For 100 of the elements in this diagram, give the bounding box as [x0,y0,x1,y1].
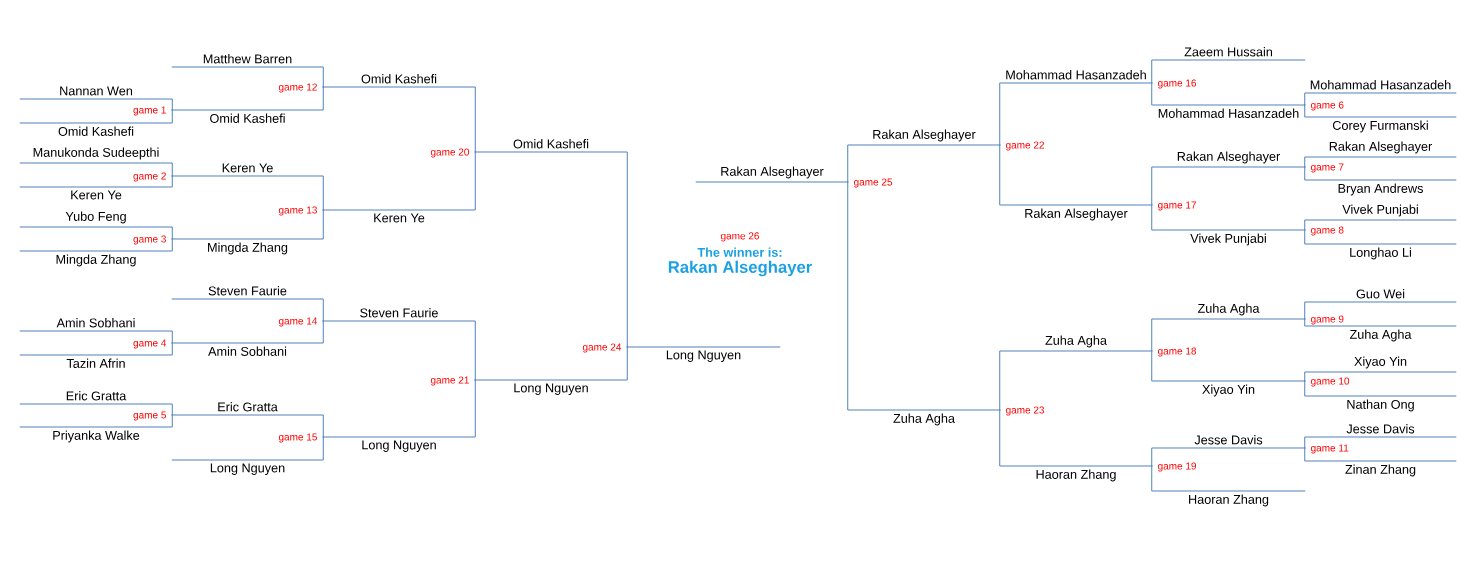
bracket-slot: Amin Sobhani [171,342,324,356]
game-label: game 16 [1158,79,1197,89]
game-label: game 10 [1311,377,1350,387]
bracket-slot: Keren Ye [171,163,324,177]
bracket-connector [1151,82,1153,106]
bracket-slot: Long Nguyen [322,436,476,452]
bracket-connector [474,86,476,153]
bracket-connector [171,403,173,416]
bracket-slot: Eric Gratta [19,391,173,405]
bracket-slot: Haoran Zhang [1151,490,1306,507]
bracket-connector [1304,166,1306,181]
game-label: game 3 [133,235,166,245]
bracket-slot: Zuha Agha [1304,325,1457,342]
bracket-slot: Rakan Alseghayer [999,204,1153,221]
bracket-slot: Rakan Alseghayer [1304,141,1457,158]
bracket-connector [322,86,324,111]
game-label: game 13 [278,206,317,216]
game-label: game 18 [1158,347,1197,357]
game-label: game 9 [1311,315,1344,325]
bracket-connector [171,414,173,428]
bracket-slot: Jesse Davis [1304,424,1457,438]
bracket-connector [322,414,324,438]
bracket-connector [1151,318,1153,352]
bracket-connector [171,238,173,252]
bracket-slot: Guo Wei [1304,289,1457,303]
bracket-connector [171,175,173,188]
bracket-slot: Eric Gratta [171,402,324,416]
bracket-slot: Zuha Agha [847,409,1001,426]
bracket-connector [999,82,1001,146]
bracket-connector [474,379,476,438]
bracket-slot: Yubo Feng [19,211,173,228]
game-label: game 1 [133,106,166,116]
bracket-connector [1304,301,1306,320]
bracket-connector [171,330,173,344]
bracket-connector [171,226,173,240]
winner-label: The winner is: Rakan Alseghayer [668,247,812,277]
bracket-slot: Corey Furmanski [1304,116,1457,133]
bracket-connector [847,181,849,411]
bracket-connector [626,151,628,348]
bracket-slot: Keren Ye [19,186,173,200]
bracket-connector [999,144,1001,206]
bracket-connector [1304,92,1306,106]
game-label: game 4 [133,339,167,349]
bracket-slot: Omid Kashefi [474,139,628,153]
bracket-slot: Omid Kashefi [19,122,173,136]
bracket-connector [322,209,324,240]
bracket-connector [999,350,1001,411]
game-label: game 17 [1158,201,1196,211]
bracket-slot: Zaeem Hussain [1151,47,1306,61]
bracket-slot: Zuha Agha [1151,303,1306,320]
bracket-slot: Vivek Punjabi [1304,204,1457,221]
bracket-slot: Xiyao Yin [1151,380,1306,397]
bracket-slot: Omid Kashefi [171,109,324,123]
bracket-connector [1151,59,1153,84]
bracket-slot: Long Nguyen [474,379,628,395]
bracket-slot: Mohammad Hasanzadeh [999,70,1153,84]
game-label: game 14 [278,317,318,327]
bracket-slot: Bryan Andrews [1304,179,1457,196]
bracket-slot: Mohammad Hasanzadeh [1151,104,1306,118]
bracket-slot: Mingda Zhang [19,250,173,267]
bracket-connector [1304,229,1306,245]
bracket-slot: Matthew Barren [171,54,324,68]
game-label: game 6 [1311,101,1344,111]
bracket-slot: Rakan Alseghayer [1151,151,1306,168]
bracket-connector [1151,204,1153,231]
game-label: game 8 [1311,226,1344,236]
game-label: game 22 [1006,141,1044,151]
bracket-slot: Nannan Wen [19,86,173,100]
bracket-slot: Xiyao Yin [1304,356,1457,373]
bracket-slot: Rakan Alseghayer [847,129,1001,146]
bracket-slot: Zuha Agha [999,335,1153,352]
bracket-connector [474,151,476,211]
bracket-slot: Mingda Zhang [171,238,324,255]
bracket-connector [171,109,173,124]
bracket-slot: Haoran Zhang [999,465,1153,482]
bracket-connector [1304,219,1306,231]
bracket-connector [171,162,173,177]
bracket-slot: Vivek Punjabi [1151,229,1306,246]
bracket-connector [626,346,628,381]
bracket-slot: Zinan Zhang [1304,460,1457,477]
bracket-connector [322,175,324,211]
bracket-connector [1304,447,1306,462]
bracket-connector [1151,447,1153,467]
bracket-connector [322,320,324,344]
game-label: game 2 [133,172,166,182]
game-label: game 19 [1158,462,1196,472]
bracket-slot: Priyanka Walke [19,426,173,443]
bracket-slot: Keren Ye [322,209,476,223]
bracket-slot: Longhao Li [1304,243,1457,260]
bracket-slot: Long Nguyen [626,346,781,362]
bracket-slot: Amin Sobhani [19,318,173,332]
bracket-connector [322,436,324,461]
bracket-connector [1304,318,1306,327]
bracket-slot: Nathan Ong [1304,395,1457,412]
bracket-connector [474,320,476,381]
game-label: game 7 [1311,163,1344,173]
bracket-connector [171,342,173,356]
game-label: game 21 [430,376,469,386]
game-label: game 20 [430,148,469,158]
bracket-slot: Tazin Afrin [19,354,173,368]
